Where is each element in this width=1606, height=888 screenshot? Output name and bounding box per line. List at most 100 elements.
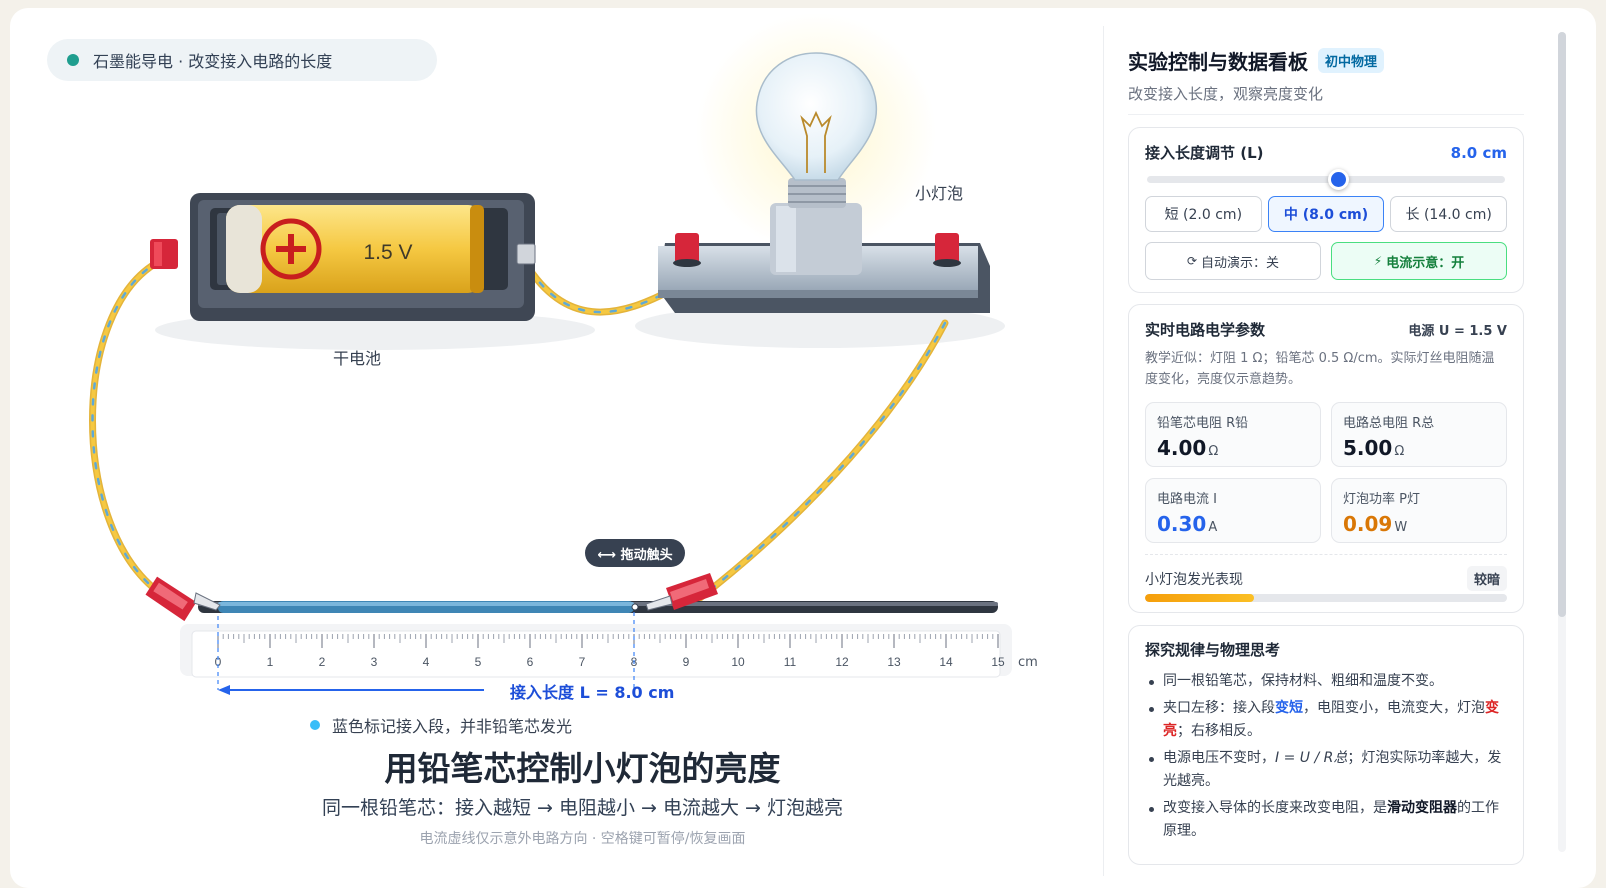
topic-dot — [67, 54, 79, 66]
ruler-tick-label: 1 — [267, 655, 274, 669]
list-item-text: 改变接入导体的长度来改变电阻，是 — [1163, 800, 1387, 816]
pencil-lead — [198, 601, 998, 613]
metric-value: 0.09 — [1343, 512, 1393, 536]
ruler-tick-label: 14 — [939, 655, 953, 669]
list-item-text: ；右移相反。 — [1177, 723, 1261, 739]
preset-short-button[interactable]: 短 (2.0 cm) — [1145, 196, 1262, 232]
brightness-fill — [1145, 594, 1254, 602]
auto-demo-label: 自动演示：关 — [1201, 255, 1280, 271]
auto-demo-toggle[interactable]: ⟳ 自动演示：关 — [1145, 242, 1321, 280]
battery-name: 干电池 — [333, 349, 382, 368]
panel-scrollbar[interactable] — [1558, 32, 1566, 852]
left-clip — [145, 576, 221, 622]
panel-header: 实验控制与数据看板 初中物理 改变接入长度，观察亮度变化 — [1128, 46, 1524, 104]
page-title: 用铅笔芯控制小灯泡的亮度 — [384, 749, 781, 788]
list-item-text: 同一根铅笔芯，保持材料、粗细和温度不变。 — [1163, 673, 1443, 689]
list-item-text: 的工作原理。 — [1163, 800, 1499, 839]
list-item-text: ，电阻变小，电流变大，灯泡 — [1303, 700, 1485, 716]
ruler-tick-label: 3 — [371, 655, 378, 669]
highlight-shorter: 变短 — [1275, 700, 1303, 716]
panel-title: 实验控制与数据看板 — [1128, 50, 1308, 74]
blue-note: 蓝色标记接入段，并非铅笔芯发光 — [310, 713, 572, 737]
ruler-tick-label: 15 — [991, 655, 1005, 669]
control-value: 8.0 cm — [1450, 143, 1507, 162]
bulb — [658, 13, 990, 313]
ruler-tick-label: 2 — [319, 655, 326, 669]
bulb-name: 小灯泡 — [915, 184, 964, 203]
ruler-tick-label: 10 — [731, 655, 745, 669]
formula: I = U / R总 — [1275, 750, 1348, 766]
metric-value: 0.30 — [1157, 512, 1207, 536]
list-item-text: 电源电压不变时， — [1163, 750, 1275, 766]
params-note: 教学近似：灯阻 1 Ω；铅笔芯 0.5 Ω/cm。实际灯丝电阻随温度变化，亮度仅… — [1145, 351, 1495, 387]
topic-text: 石墨能导电 · 改变接入电路的长度 — [93, 52, 333, 71]
wires — [89, 257, 949, 602]
ruler-tick-label: 11 — [784, 655, 797, 669]
length-arrow — [218, 685, 484, 695]
highlight-rheostat: 滑动变阻器 — [1387, 800, 1457, 816]
list-item: 电源电压不变时，I = U / R总；灯泡实际功率越大，发光越亮。 — [1145, 747, 1511, 793]
panel-divider — [1128, 114, 1524, 115]
experiment-stage: 1.5 V — [10, 8, 1130, 888]
circuit-drawing: 1.5 V — [89, 13, 1012, 695]
scrollbar-thumb[interactable] — [1558, 32, 1566, 617]
toggle-buttons: ⟳ 自动演示：关 ⚡ 电流示意：开 — [1145, 242, 1507, 280]
source-voltage: 电源 U = 1.5 V — [1408, 324, 1507, 339]
slider-thumb[interactable] — [1327, 169, 1349, 190]
glow-state-badge: 较暗 — [1466, 566, 1507, 591]
page-hint: 电流虚线仅示意外电路方向 · 空格键可暂停/恢复画面 — [419, 831, 746, 847]
glow-label: 小灯泡发光表现 — [1145, 571, 1243, 588]
preset-buttons: 短 (2.0 cm) 中 (8.0 cm) 长 (14.0 cm) — [1145, 196, 1508, 232]
current-flow-label: 电流示意：开 — [1386, 255, 1465, 271]
explore-card: 探究规律与物理思考 同一根铅笔芯，保持材料、粗细和温度不变。 夹口左移：接入段变… — [1128, 625, 1524, 865]
metric-value: 5.00 — [1343, 436, 1393, 460]
metric-label: 电路电流 I — [1157, 492, 1217, 507]
grade-badge: 初中物理 — [1318, 48, 1385, 73]
metric-unit: W — [1394, 520, 1408, 535]
battery-voltage: 1.5 V — [363, 241, 412, 264]
metric-label: 电路总电阻 R总 — [1343, 416, 1435, 431]
ruler: 0123456789101112131415 — [180, 624, 1012, 678]
dashboard-panel: 实验控制与数据看板 初中物理 改变接入长度，观察亮度变化 接入长度调节 (L) … — [1103, 26, 1541, 876]
ruler-tick-label: 9 — [683, 655, 690, 669]
list-item: 同一根铅笔芯，保持材料、粗细和温度不变。 — [1145, 670, 1511, 693]
list-item-text: 夹口左移：接入段 — [1163, 700, 1275, 716]
ruler-tick-label: 12 — [835, 655, 849, 669]
drag-handle-chip[interactable]: ⟷ 拖动触头 — [585, 539, 685, 567]
metric-unit: Ω — [1208, 444, 1219, 459]
right-clip[interactable] — [631, 573, 718, 611]
length-control-card: 接入长度调节 (L) 8.0 cm 短 (2.0 cm) 中 (8.0 cm) … — [1128, 127, 1524, 293]
note-text: 蓝色标记接入段，并非铅笔芯发光 — [332, 717, 573, 736]
refresh-icon: ⟳ — [1186, 254, 1198, 268]
topic-tag: 石墨能导电 · 改变接入电路的长度 — [47, 39, 437, 81]
list-item-text: ；灯泡实际功率越大，发光越亮。 — [1163, 750, 1502, 789]
params-divider — [1145, 554, 1507, 555]
metric-value: 4.00 — [1157, 436, 1207, 460]
battery: 1.5 V — [150, 193, 536, 321]
ruler-tick-label: 4 — [423, 655, 430, 669]
explore-list: 同一根铅笔芯，保持材料、粗细和温度不变。 夹口左移：接入段变短，电阻变小，电流变… — [1145, 670, 1511, 847]
ruler-unit: cm — [1018, 655, 1038, 670]
ruler-tick-label: 6 — [527, 655, 534, 669]
panel-subtitle: 改变接入长度，观察亮度变化 — [1128, 85, 1324, 103]
params-title: 实时电路电学参数 — [1145, 321, 1266, 339]
lightning-icon: ⚡ — [1373, 254, 1383, 268]
ruler-tick-label: 0 — [215, 655, 222, 669]
explore-title: 探究规律与物理思考 — [1145, 641, 1281, 659]
metric-unit: A — [1208, 520, 1218, 535]
preset-medium-button[interactable]: 中 (8.0 cm) — [1267, 196, 1385, 232]
preset-long-button[interactable]: 长 (14.0 cm) — [1390, 196, 1508, 232]
ruler-tick-label: 13 — [887, 655, 901, 669]
current-flow-toggle[interactable]: ⚡ 电流示意：开 — [1331, 242, 1507, 280]
ruler-tick-label: 7 — [579, 655, 586, 669]
note-dot — [310, 720, 320, 730]
length-slider[interactable] — [1147, 169, 1505, 190]
metric-unit: Ω — [1394, 444, 1405, 459]
highlight-brighter: 变亮 — [1163, 700, 1499, 739]
list-item: 改变接入导体的长度来改变电阻，是滑动变阻器的工作原理。 — [1145, 797, 1511, 843]
glow-row: 小灯泡发光表现 较暗 — [1145, 566, 1507, 591]
